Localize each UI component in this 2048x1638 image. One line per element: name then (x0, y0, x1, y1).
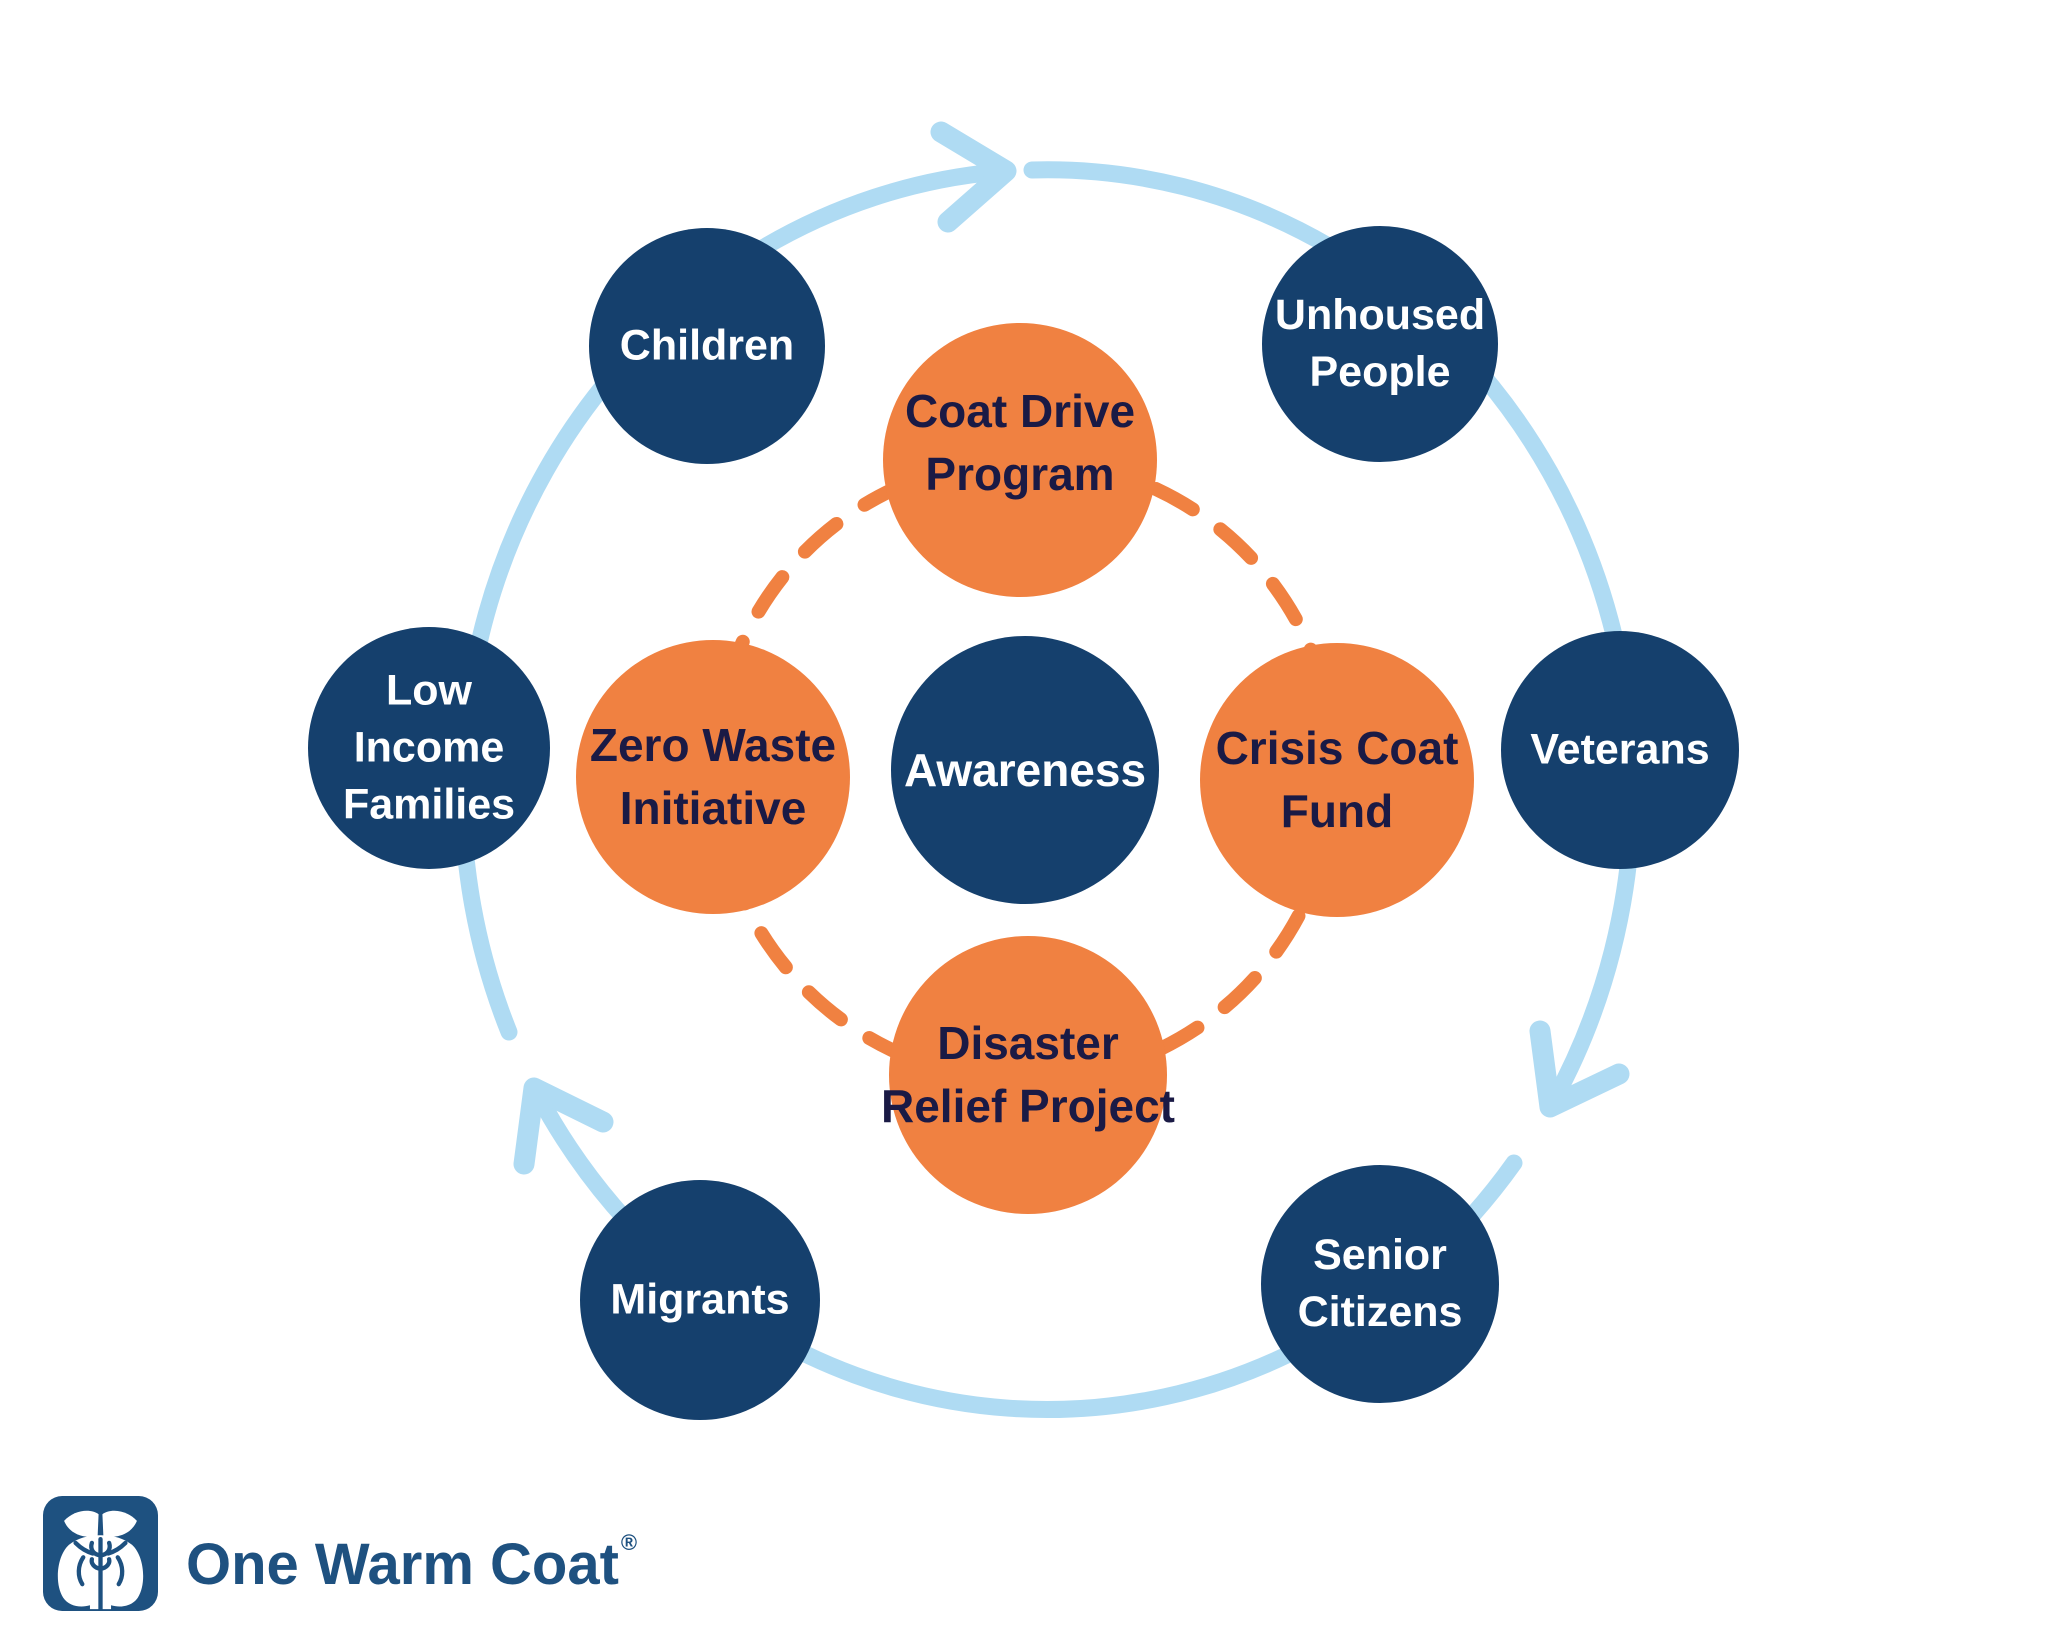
node-low-income-families-circle (308, 627, 550, 869)
arrow-right-icon (930, 121, 1017, 233)
node-zero-waste-initiative-circle (576, 640, 850, 914)
node-coat-drive-program-circle (883, 323, 1157, 597)
node-crisis-coat-fund-circle (1200, 643, 1474, 917)
cycle-arc-top-right (1023, 161, 1641, 1109)
arrow-down-icon (1529, 1020, 1630, 1118)
node-veterans-circle (1501, 631, 1739, 869)
node-migrants-circle (580, 1180, 820, 1420)
node-senior-citizens-circle (1261, 1165, 1499, 1403)
node-children-circle (589, 228, 825, 464)
cycle-arrowheads (513, 121, 1630, 1175)
registered-mark: ® (620, 1530, 638, 1555)
node-unhoused-people-circle (1262, 226, 1498, 462)
node-disaster-relief-project-circle (889, 936, 1167, 1214)
arrow-up-icon (513, 1077, 614, 1175)
audience-circles (308, 226, 1739, 1420)
node-awareness-circle (891, 636, 1159, 904)
logo-coat-icon (43, 1496, 158, 1611)
one-warm-coat-logo: One Warm Coat® (43, 1485, 637, 1622)
logo-wordmark: One Warm Coat® (186, 1530, 638, 1597)
program-circles (576, 323, 1474, 1214)
